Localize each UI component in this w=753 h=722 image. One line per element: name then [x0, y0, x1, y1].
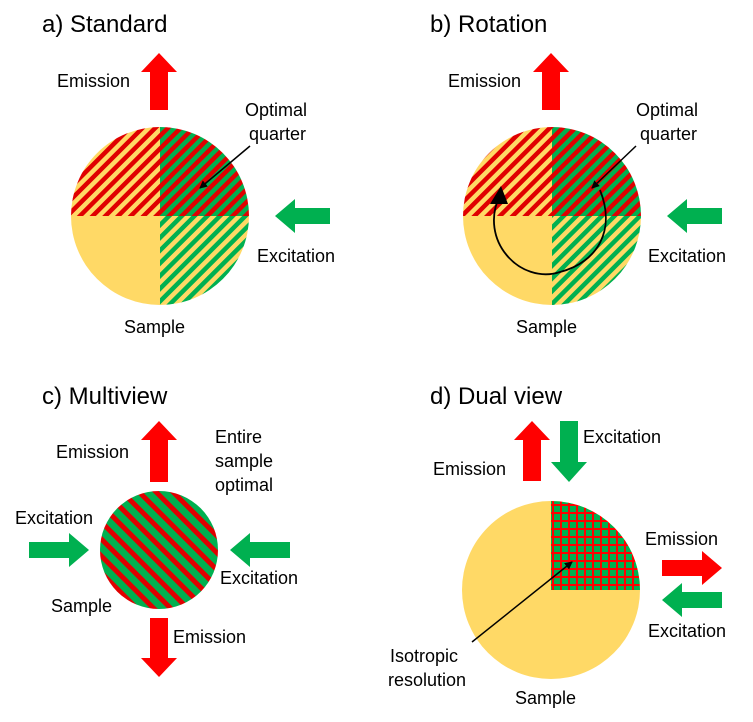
excitation-right-arrow-icon	[662, 583, 722, 617]
sample-circle	[100, 491, 218, 609]
emission-right-arrow-icon	[662, 551, 722, 585]
sample-label: Sample	[515, 688, 576, 708]
panel-c-title: c) Multiview	[42, 383, 168, 410]
excitation-top-arrow-icon	[551, 421, 587, 482]
emission-bottom-label: Emission	[173, 627, 246, 647]
optimal-pointer-arrow	[591, 145, 637, 189]
excitation-left-label: Excitation	[15, 508, 93, 528]
note-line3: optimal	[215, 475, 273, 495]
emission-arrow-icon	[533, 53, 569, 110]
emission-label: Emission	[57, 71, 130, 91]
panel-dual-view: d) Dual view Emission Excitation Emissio…	[388, 383, 726, 708]
rotation-arrow-icon	[493, 189, 607, 275]
quarter-top-right	[552, 127, 641, 216]
isotropic-label-line2: resolution	[388, 670, 466, 690]
rotation-arrowhead-icon	[490, 186, 508, 204]
panel-rotation: b) Rotation Emission Excitation Optimal …	[430, 11, 726, 337]
quarter-top-left	[463, 127, 552, 216]
quarter-bottom-left	[71, 216, 160, 305]
excitation-right-arrow-icon	[230, 533, 290, 567]
sample-label: Sample	[516, 317, 577, 337]
emission-label: Emission	[448, 71, 521, 91]
quarter-bottom-right	[160, 216, 249, 305]
sample-label: Sample	[124, 317, 185, 337]
emission-arrow-icon	[141, 53, 177, 110]
emission-top-arrow-icon	[141, 421, 177, 482]
optimal-pointer-arrow	[199, 145, 251, 189]
excitation-left-arrow-icon	[29, 533, 89, 567]
panel-multiview: c) Multiview Emission Emission Excitatio…	[15, 383, 298, 677]
emission-top-arrow-icon	[514, 421, 550, 481]
optimal-label-line2: quarter	[640, 124, 697, 144]
excitation-top-label: Excitation	[583, 427, 661, 447]
excitation-arrow-icon	[275, 199, 330, 233]
sample-label: Sample	[51, 596, 112, 616]
panel-b-title: b) Rotation	[430, 11, 547, 38]
note-line1: Entire	[215, 427, 262, 447]
optimal-label-line1: Optimal	[636, 100, 698, 120]
excitation-label: Excitation	[257, 246, 335, 266]
isotropic-quarter	[551, 501, 640, 590]
optimal-label-line2: quarter	[249, 124, 306, 144]
optimal-label-line1: Optimal	[245, 100, 307, 120]
isotropic-pointer-arrow	[471, 561, 573, 643]
emission-right-label: Emission	[645, 529, 718, 549]
emission-top-label: Emission	[433, 459, 506, 479]
panel-d-title: d) Dual view	[430, 383, 563, 410]
emission-top-label: Emission	[56, 442, 129, 462]
emission-bottom-arrow-icon	[141, 618, 177, 677]
panel-standard: a) Standard Emission Excitation Optimal …	[42, 11, 335, 337]
excitation-label: Excitation	[648, 246, 726, 266]
note-line2: sample	[215, 451, 273, 471]
quarter-top-right	[160, 127, 249, 216]
panel-a-title: a) Standard	[42, 11, 167, 38]
excitation-right-label: Excitation	[220, 568, 298, 588]
isotropic-label-line1: Isotropic	[390, 646, 458, 666]
quarter-top-left	[71, 127, 160, 216]
quarter-bottom-left	[463, 216, 552, 305]
excitation-arrow-icon	[667, 199, 722, 233]
excitation-right-label: Excitation	[648, 621, 726, 641]
quarter-bottom-right	[552, 216, 641, 305]
